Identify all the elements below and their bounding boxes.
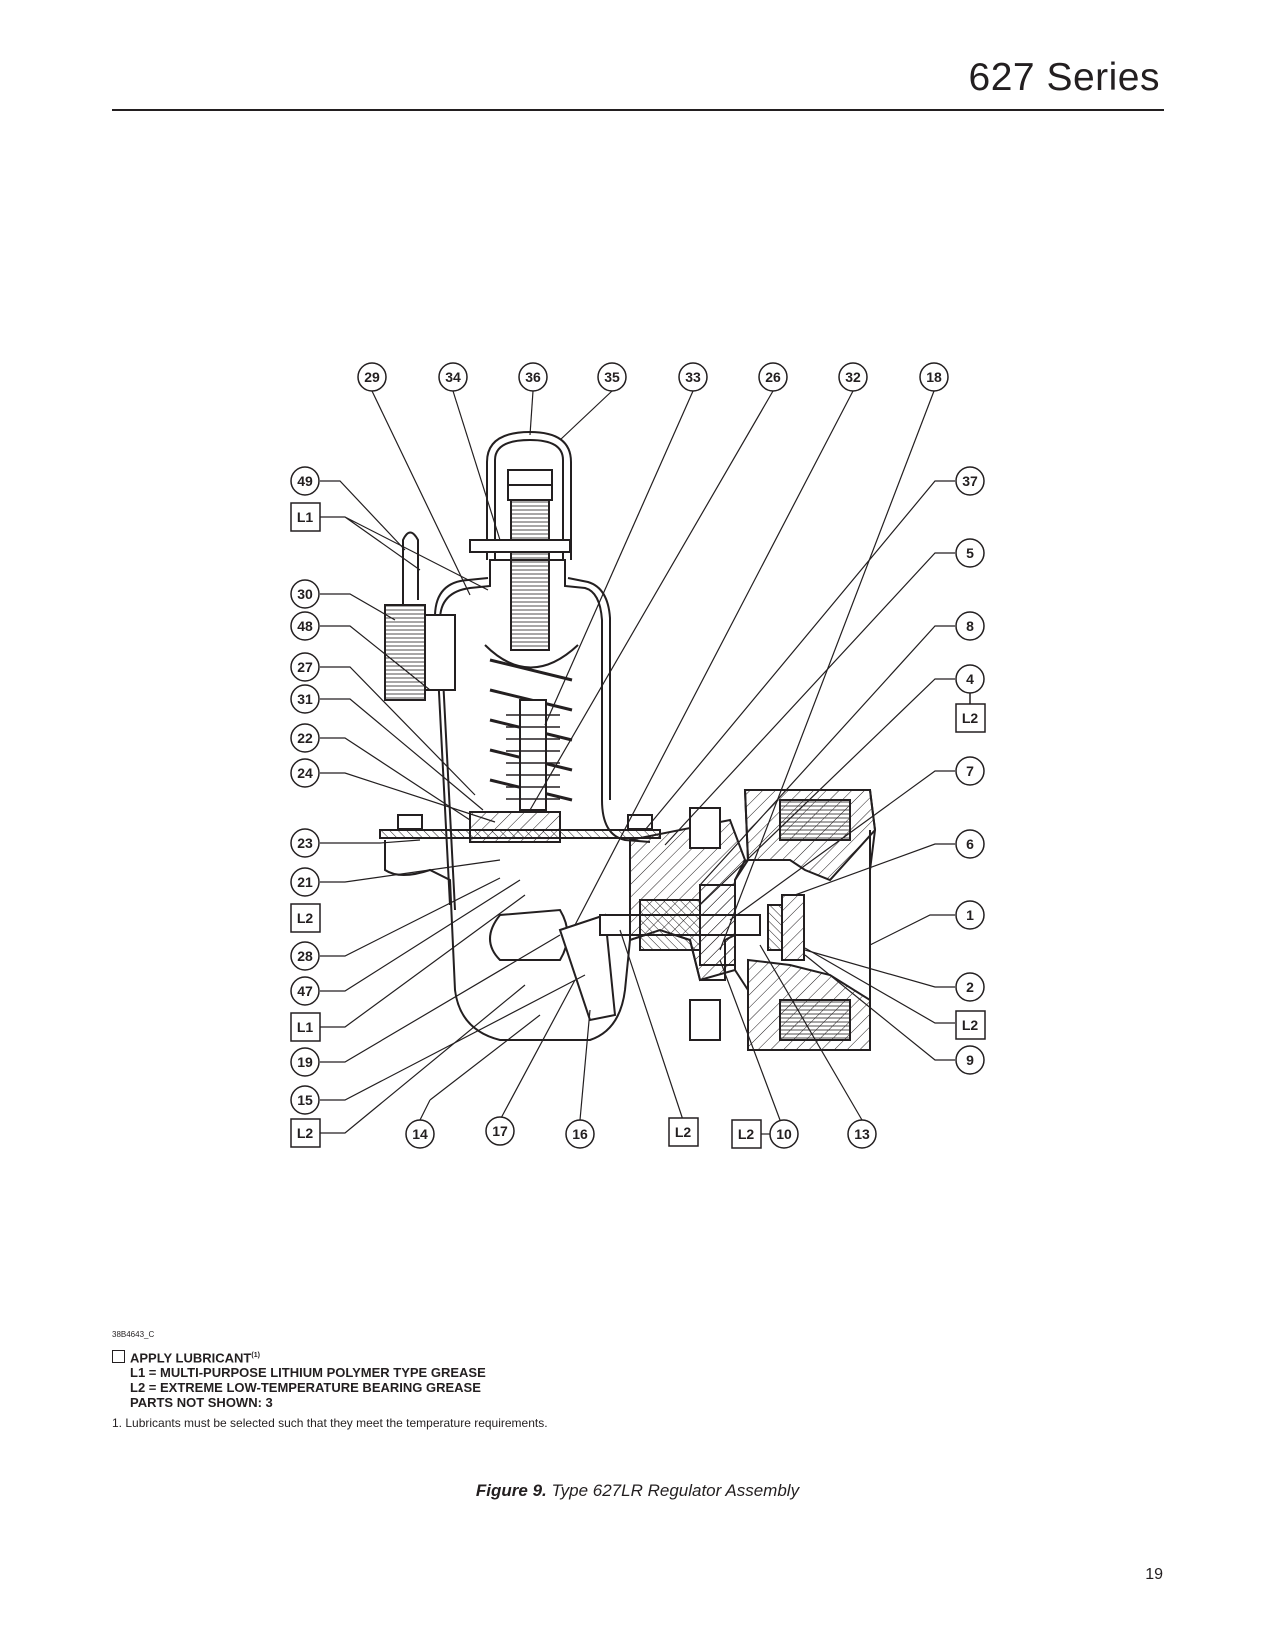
- callout-circle: [758, 362, 788, 392]
- callout-circle: [678, 362, 708, 392]
- callout-circle: [357, 362, 387, 392]
- callout-label: 33: [685, 369, 701, 385]
- svg-text:22: 22: [297, 730, 313, 746]
- callout-circle: [438, 362, 468, 392]
- svg-text:4: 4: [966, 671, 974, 687]
- top-callouts: [357, 362, 949, 392]
- callout-label: 36: [525, 369, 541, 385]
- svg-text:L2: L2: [675, 1124, 692, 1140]
- callout-circle: [919, 362, 949, 392]
- legend-title-note: (1): [251, 1352, 260, 1359]
- svg-text:16: 16: [572, 1126, 588, 1142]
- assembly-body: [379, 430, 877, 1051]
- svg-text:24: 24: [297, 765, 313, 781]
- callout-label: 35: [604, 369, 620, 385]
- svg-text:L1: L1: [297, 509, 314, 525]
- svg-text:9: 9: [966, 1052, 974, 1068]
- svg-text:49: 49: [297, 473, 313, 489]
- svg-text:47: 47: [297, 983, 313, 999]
- svg-text:21: 21: [297, 874, 313, 890]
- svg-text:37: 37: [962, 473, 978, 489]
- svg-text:28: 28: [297, 948, 313, 964]
- legend-title: APPLY LUBRICANT: [130, 1350, 252, 1366]
- callout-label: 18: [926, 369, 942, 385]
- svg-text:L2: L2: [297, 1125, 314, 1141]
- callout-label: 32: [845, 369, 861, 385]
- svg-text:27: 27: [297, 659, 313, 675]
- svg-text:L1: L1: [297, 1019, 314, 1035]
- series-title: 627 Series: [968, 56, 1160, 99]
- svg-text:19: 19: [297, 1054, 313, 1070]
- svg-text:48: 48: [297, 618, 313, 634]
- svg-text:10: 10: [776, 1126, 792, 1142]
- header-rule: [112, 109, 1164, 111]
- svg-text:6: 6: [966, 836, 974, 852]
- callout-circle: [597, 362, 627, 392]
- footnote: 1. Lubricants must be selected such that…: [112, 1416, 548, 1430]
- left-callouts: [290, 466, 321, 1148]
- legend-l2: L2 = EXTREME LOW-TEMPERATURE BEARING GRE…: [130, 1380, 481, 1396]
- svg-text:1: 1: [966, 907, 974, 923]
- legend-l1: L1 = MULTI-PURPOSE LITHIUM POLYMER TYPE …: [130, 1365, 486, 1381]
- svg-text:13: 13: [854, 1126, 870, 1142]
- callout-circle: [518, 362, 548, 392]
- svg-text:23: 23: [297, 835, 313, 851]
- svg-text:17: 17: [492, 1123, 508, 1139]
- svg-text:L2: L2: [738, 1126, 755, 1142]
- drawing-code: 38B4643_C: [112, 1330, 155, 1339]
- svg-text:L2: L2: [297, 910, 314, 926]
- figure-label: Figure 9.: [475, 1481, 547, 1500]
- callout-circle: [838, 362, 868, 392]
- callout-label: 26: [765, 369, 781, 385]
- leader-lines: [320, 390, 955, 1135]
- svg-text:8: 8: [966, 618, 974, 634]
- svg-text:15: 15: [297, 1092, 313, 1108]
- svg-text:14: 14: [412, 1126, 428, 1142]
- svg-text:2: 2: [966, 979, 974, 995]
- svg-text:30: 30: [297, 586, 313, 602]
- bottom-callouts: [405, 1116, 877, 1149]
- svg-text:L2: L2: [962, 710, 979, 726]
- right-callouts: [955, 466, 986, 1075]
- svg-text:L2: L2: [962, 1017, 979, 1033]
- figure-caption: Figure 9. Type 627LR Regulator Assembly: [0, 1481, 1275, 1501]
- figure-title: Type 627LR Regulator Assembly: [551, 1481, 800, 1500]
- page-number: 19: [1145, 1566, 1163, 1583]
- callout-label: 34: [445, 369, 461, 385]
- svg-text:31: 31: [297, 691, 313, 707]
- svg-text:5: 5: [966, 545, 974, 561]
- legend-box-icon: [112, 1350, 125, 1364]
- lubricant-legend: APPLY LUBRICANT(1) L1 = MULTI-PURPOSE LI…: [112, 1348, 486, 1410]
- legend-parts-not-shown: PARTS NOT SHOWN: 3: [130, 1395, 273, 1411]
- svg-text:7: 7: [966, 763, 974, 779]
- callout-label: 29: [364, 369, 380, 385]
